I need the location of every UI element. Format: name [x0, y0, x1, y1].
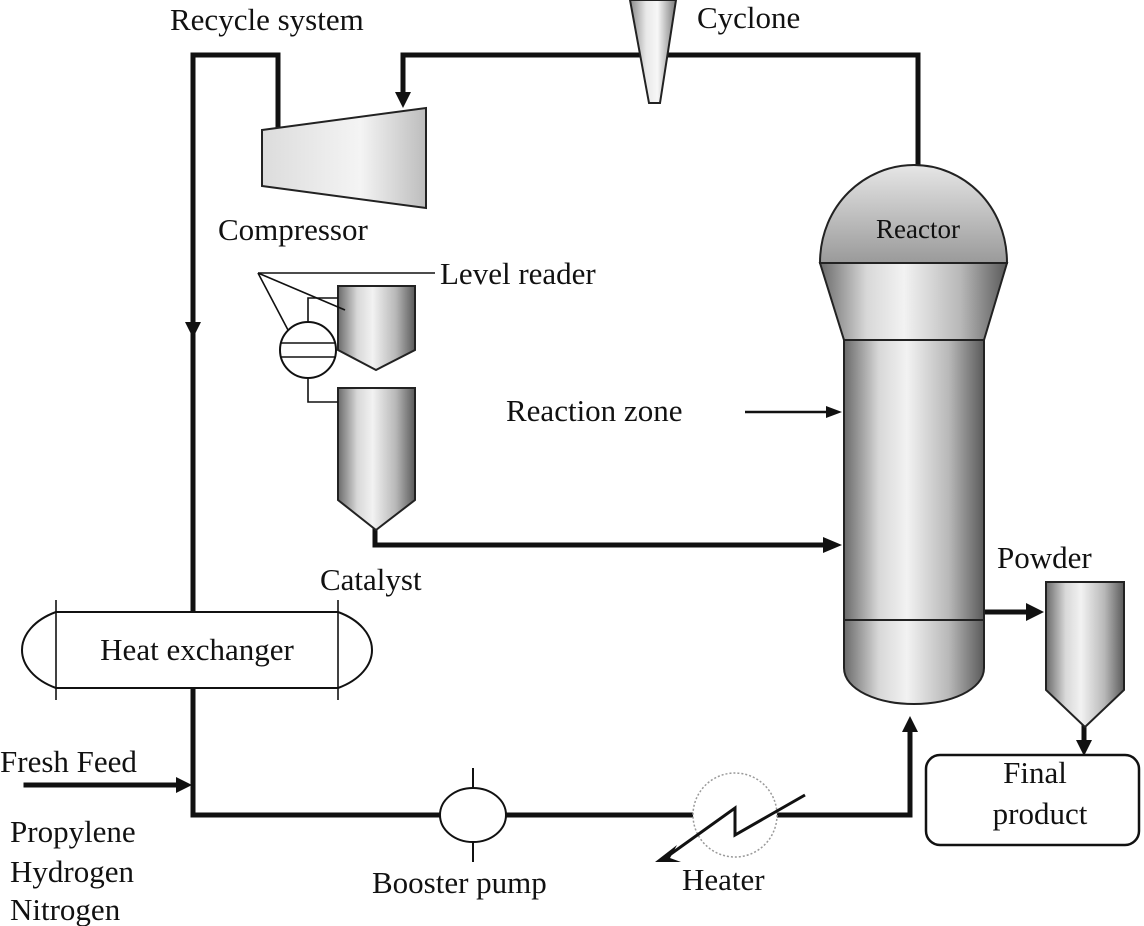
powder-label: Powder [997, 540, 1092, 575]
final-product-label-line2: product [993, 796, 1088, 831]
feed-component-nitrogen: Nitrogen [10, 892, 121, 926]
catalyst-feed-arrow [823, 537, 842, 553]
heater [655, 772, 806, 862]
final-product-box [924, 753, 1141, 847]
catalyst-lower-hopper [337, 387, 416, 532]
fresh-feed-label: Fresh Feed [0, 744, 137, 779]
feed-component-propylene: Propylene [10, 814, 136, 849]
reaction-zone-pointer [745, 406, 842, 418]
heat-exchanger [20, 600, 374, 700]
reactor-inlet-arrow [902, 716, 918, 732]
reactor [818, 163, 1009, 706]
level-reader-instrument [257, 272, 435, 403]
product-discharge-arrow [1076, 740, 1092, 756]
catalyst-label: Catalyst [320, 562, 422, 597]
recycle-system-label: Recycle system [170, 2, 364, 37]
compressor-label: Compressor [218, 212, 369, 247]
heat-exchanger-label: Heat exchanger [100, 632, 294, 667]
feed-line-bottom [190, 727, 913, 818]
catalyst-upper-hopper [337, 285, 416, 372]
reactor-label: Reactor [876, 214, 960, 244]
feed-component-hydrogen: Hydrogen [10, 854, 134, 889]
booster-pump-label: Booster pump [372, 865, 547, 900]
powder-outlet-arrow [1026, 603, 1044, 621]
booster-pump [439, 768, 507, 862]
heater-label: Heater [682, 862, 765, 897]
powder-hopper [1045, 581, 1125, 729]
reaction-zone-label: Reaction zone [506, 393, 682, 428]
compressor-outlet-pipe [190, 52, 281, 818]
final-product-label-line1: Final [1003, 755, 1067, 790]
cyclone [628, 0, 678, 104]
cyclone-label: Cyclone [697, 0, 800, 35]
compressor [261, 106, 427, 210]
fresh-feed-arrow [176, 777, 192, 793]
level-reader-label: Level reader [440, 256, 596, 291]
catalyst-feed-pipe [372, 525, 828, 548]
recycle-flow-arrow [185, 322, 201, 338]
